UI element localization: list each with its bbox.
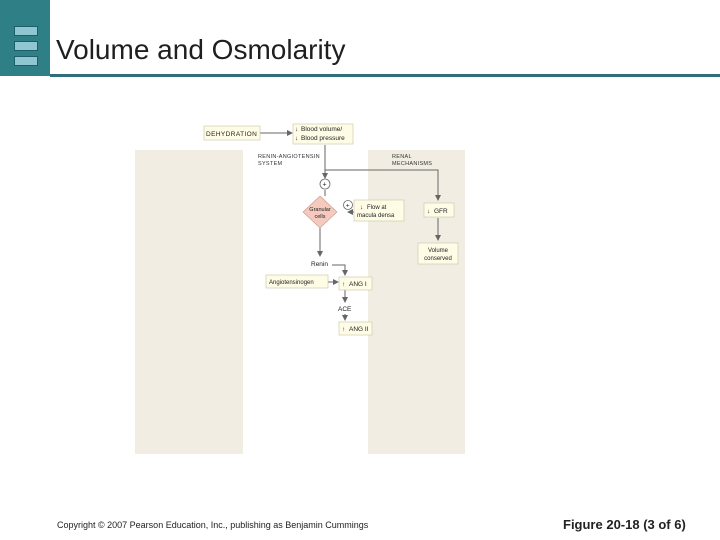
ang-ii-label: ANG II (349, 326, 369, 333)
ang-i-box (338, 276, 373, 291)
plus-top-label: + (323, 182, 327, 189)
blood-volume-arrow: ↓ (295, 126, 298, 133)
ang-i-label: ANG I (349, 281, 367, 288)
volume-line1: Volume (428, 248, 449, 254)
granular-cells-diamond (302, 195, 338, 229)
volume-line2: conserved (424, 256, 452, 262)
title-underline (50, 74, 720, 77)
volume-conserved-box (417, 242, 459, 265)
flow-box (353, 199, 405, 222)
plus-circle-top (319, 178, 331, 190)
granular-line1: Granular (309, 207, 331, 213)
ang-ii-box (338, 321, 373, 336)
ang-ii-arrow: ↑ (342, 326, 345, 333)
flow-arrow: ↓ (360, 204, 363, 211)
renal-label-line1: RENAL (392, 154, 412, 160)
dehydration-box (203, 125, 261, 141)
pearson-logo-icon (14, 26, 38, 66)
angiotensinogen-label: Angiotensinogen (269, 280, 314, 286)
ras-label-line1: RENIN-ANGIOTENSIN (258, 154, 320, 160)
dehydration-label: DEHYDRATION (206, 131, 257, 138)
flow-line2: macula densa (357, 213, 395, 219)
plus-granular-label: + (346, 203, 350, 210)
gfr-box (423, 202, 455, 218)
plus-circle-granular (343, 200, 353, 210)
ang-i-arrow: ↑ (342, 281, 345, 288)
ras-label-line2: SYSTEM (258, 161, 283, 167)
copyright-notice: Copyright © 2007 Pearson Education, Inc.… (57, 520, 369, 530)
gfr-label: GFR (434, 208, 448, 215)
renin-label: Renin (311, 261, 328, 268)
ace-label: ACE (338, 306, 352, 313)
gfr-arrow: ↓ (427, 208, 430, 215)
center-panel (243, 150, 368, 454)
blood-pressure-arrow: ↓ (295, 135, 298, 142)
slide-header: Volume and Osmolarity (0, 0, 720, 77)
connector-lines (258, 130, 441, 321)
blood-pressure-label: Blood pressure (301, 135, 345, 142)
blood-volume-box (292, 123, 354, 145)
slide-title: Volume and Osmolarity (56, 34, 346, 65)
figure-label: Figure 20-18 (3 of 6) (563, 517, 686, 532)
flow-line1: Flow at (367, 205, 387, 211)
angiotensinogen-box (265, 274, 329, 289)
granular-line2: cells (314, 214, 325, 220)
renal-label-line2: MECHANISMS (392, 161, 432, 167)
blood-volume-label: Blood volume/ (301, 126, 342, 133)
